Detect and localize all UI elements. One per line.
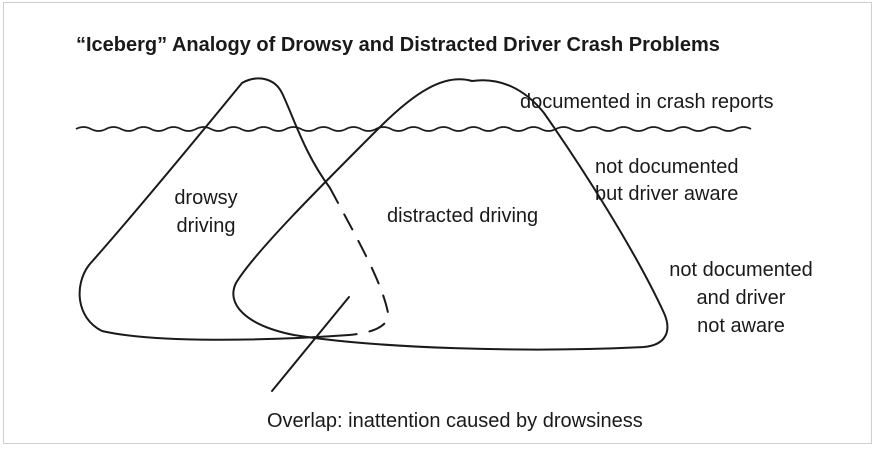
label-not-documented-aware-line1: not documented <box>595 156 738 178</box>
drowsy-iceberg-outline <box>78 77 350 341</box>
distracted-iceberg-outline <box>232 78 669 351</box>
label-documented-in-crash-reports: documented in crash reports <box>520 91 773 113</box>
label-not-documented-aware-line2: but driver aware <box>595 183 738 205</box>
diagram-title: “Iceberg” Analogy of Drowsy and Distract… <box>76 34 720 56</box>
diagram-frame: “Iceberg” Analogy of Drowsy and Distract… <box>3 2 872 444</box>
iceberg-diagram: “Iceberg” Analogy of Drowsy and Distract… <box>75 34 813 432</box>
label-overlap: Overlap: inattention caused by drowsines… <box>267 410 643 432</box>
water-surface-line <box>75 126 752 132</box>
label-not-documented-unaware-line3: not aware <box>697 315 785 337</box>
label-distracted-driving: distracted driving <box>387 205 538 227</box>
label-drowsy-line1: drowsy <box>174 187 237 209</box>
label-not-documented-unaware-line2: and driver <box>697 287 786 309</box>
overlap-pointer-line <box>271 296 350 392</box>
label-not-documented-unaware-line1: not documented <box>669 259 812 281</box>
drowsy-iceberg-hidden-edge <box>329 187 390 336</box>
label-drowsy-line2: driving <box>177 215 236 237</box>
